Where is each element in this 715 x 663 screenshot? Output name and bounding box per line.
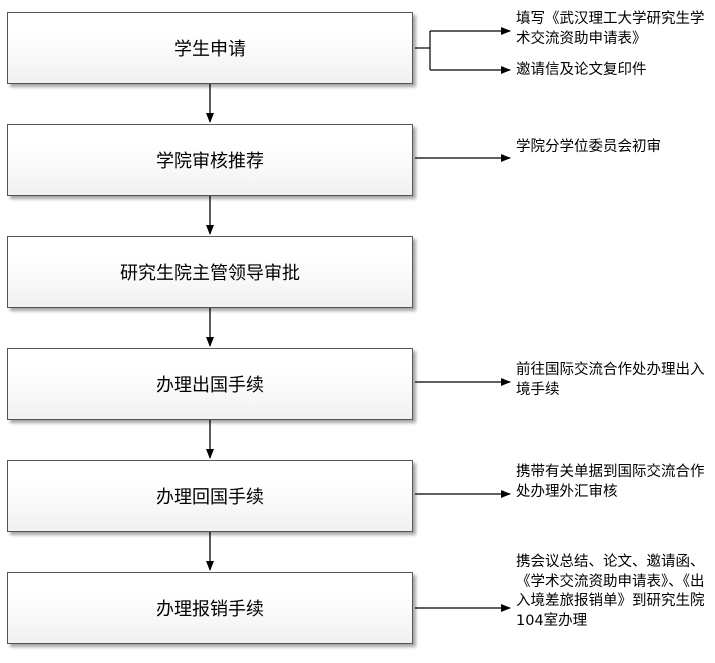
note-return: 携带有关单据到国际交流合作处办理外汇审核 [516,464,705,500]
step-label: 办理出国手续 [156,375,264,396]
step-return-procedures: 办理回国手续 [7,460,413,532]
note-apply-form: 填写《武汉理工大学研究生学术交流资助申请表》 [516,11,705,47]
step-reimbursement: 办理报销手续 [7,572,413,644]
note-apply-letters: 邀请信及论文复印件 [516,62,647,78]
step-graduate-approval: 研究生院主管领导审批 [7,236,413,308]
note-reimburse: 携会议总结、论文、邀请函、《学术交流资助申请表》、《出入境差旅报销单》到研究生院… [516,554,705,629]
step-label: 学院审核推荐 [156,151,264,172]
step-college-review: 学院审核推荐 [7,124,413,196]
step-label: 研究生院主管领导审批 [120,263,300,284]
step-student-apply: 学生申请 [7,12,413,84]
step-label: 办理报销手续 [156,599,264,620]
note-review: 学院分学位委员会初审 [516,139,661,155]
step-label: 办理回国手续 [156,487,264,508]
step-label: 学生申请 [174,39,246,60]
note-exit: 前往国际交流合作处办理出入境手续 [516,362,705,398]
step-exit-procedures: 办理出国手续 [7,348,413,420]
